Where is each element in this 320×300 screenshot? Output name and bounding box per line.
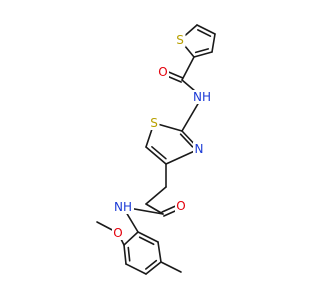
thiazole-nitrogen-atom: N (193, 142, 205, 156)
svg-text:O: O (113, 226, 122, 240)
double-bond-line (145, 261, 162, 275)
bond-line (181, 56, 195, 81)
double-bond-line (137, 231, 159, 243)
atom-label-layer: S O NH S N O NH O (112, 33, 213, 240)
double-bond-line (193, 51, 213, 58)
thiazole-sulfur-atom: S (148, 116, 160, 130)
svg-text:S: S (150, 116, 158, 130)
svg-text:O: O (176, 199, 185, 213)
thiophene-sulfur-atom: S (174, 33, 186, 47)
bond-line (125, 263, 147, 275)
svg-text:S: S (176, 33, 184, 47)
double-bond-inner-line (127, 246, 131, 262)
middle-amide-nh-atom: NH (112, 200, 134, 214)
double-bond-inner-line (197, 29, 212, 37)
svg-text:NH: NH (114, 200, 132, 214)
middle-carbonyl-oxygen-atom: O (175, 199, 187, 213)
double-bond-inner-line (151, 145, 167, 160)
bond-line (123, 231, 139, 246)
molecule-diagram: S O NH S N O NH O (96, 24, 216, 275)
bond-line (145, 186, 167, 205)
double-bond-inner-line (179, 133, 194, 148)
double-bond-line (123, 244, 127, 265)
double-bond-inner-line (138, 236, 155, 246)
structure-canvas: S O NH S N O NH O (96, 24, 216, 275)
double-bond-inner-line (194, 48, 210, 54)
double-bond-line (196, 24, 216, 35)
svg-text:O: O (158, 65, 167, 79)
top-amide-nh-atom: NH (191, 90, 213, 104)
double-bond-line (145, 146, 167, 165)
double-bond-inner-line (145, 259, 158, 270)
bond-line (160, 261, 182, 273)
svg-text:N: N (195, 142, 204, 156)
methoxy-oxygen-atom: O (112, 226, 124, 240)
bond-line (145, 203, 164, 215)
bond-line (157, 241, 162, 263)
bond-line (211, 33, 216, 53)
svg-text:NH: NH (193, 90, 211, 104)
top-carbonyl-oxygen-atom: O (157, 65, 169, 79)
